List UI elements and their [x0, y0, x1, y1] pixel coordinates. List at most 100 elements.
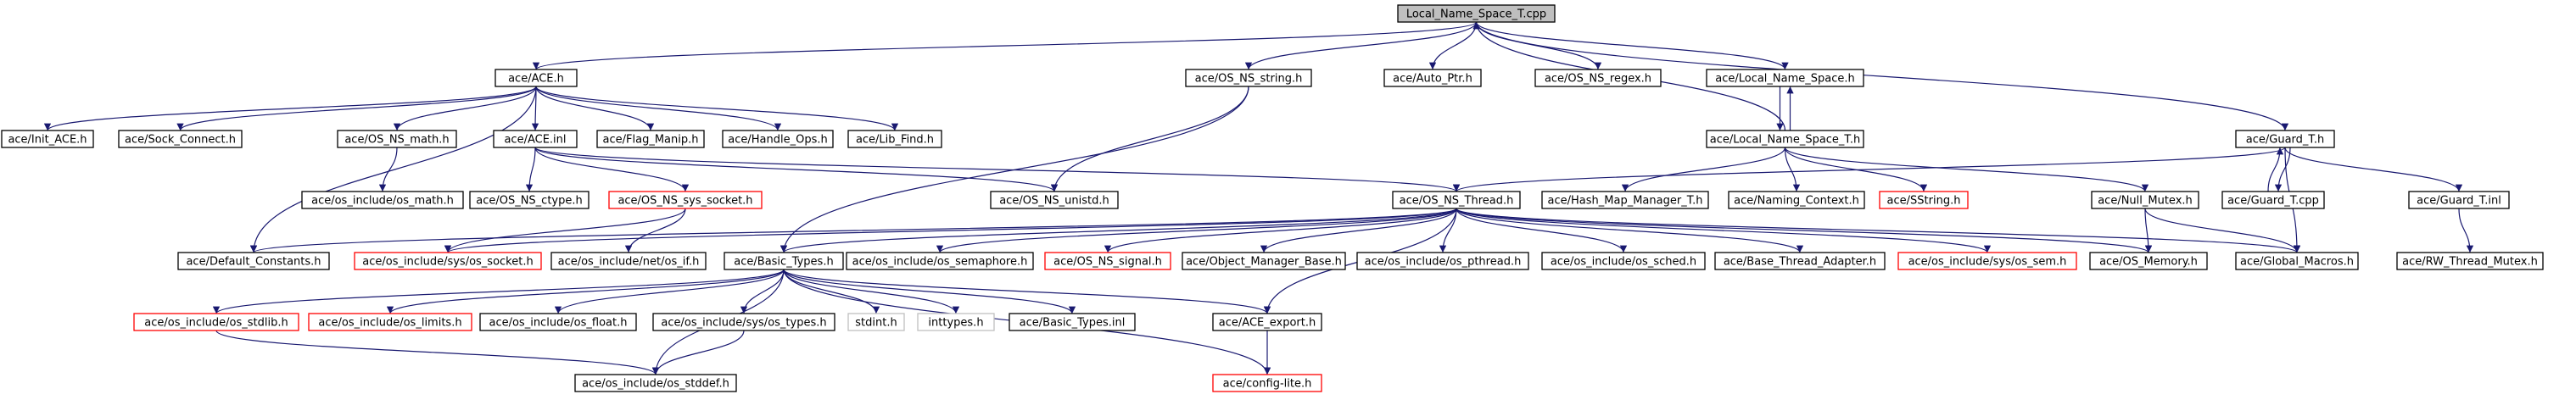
- node-box[interactable]: [1392, 191, 1521, 209]
- graph-node-os-semaphore[interactable]: ace/os_include/os_semaphore.h: [846, 252, 1034, 270]
- graph-node-guard-t-inl[interactable]: ace/Guard_T.inl: [2408, 191, 2510, 209]
- graph-node-config-lite[interactable]: ace/config-lite.h: [1212, 374, 1322, 392]
- node-box[interactable]: [493, 130, 578, 148]
- graph-node-local-ns-h[interactable]: ace/Local_Name_Space.h: [1706, 69, 1864, 87]
- graph-node-os-stddef[interactable]: ace/os_include/os_stddef.h: [574, 374, 737, 392]
- graph-node-hash-map-mgr[interactable]: ace/Hash_Map_Manager_T.h: [1541, 191, 1709, 209]
- graph-node-os-ns-ctype[interactable]: ace/OS_NS_ctype.h: [469, 191, 590, 209]
- graph-node-base-thread-adapter[interactable]: ace/Base_Thread_Adapter.h: [1714, 252, 1886, 270]
- graph-node-stdint[interactable]: stdint.h: [847, 313, 905, 331]
- node-box[interactable]: [2235, 130, 2335, 148]
- graph-node-rw-thread-mutex[interactable]: ace/RW_Thread_Mutex.h: [2396, 252, 2544, 270]
- node-box[interactable]: [495, 69, 578, 87]
- graph-node-sstring[interactable]: ace/SString.h: [1879, 191, 1969, 209]
- node-box[interactable]: [133, 313, 299, 331]
- node-box[interactable]: [1, 130, 94, 148]
- node-box[interactable]: [1897, 252, 2077, 270]
- graph-node-os-float[interactable]: ace/os_include/os_float.h: [479, 313, 637, 331]
- node-box[interactable]: [118, 130, 243, 148]
- node-box[interactable]: [1706, 69, 1864, 87]
- node-box[interactable]: [479, 313, 637, 331]
- graph-node-default-constants[interactable]: ace/Default_Constants.h: [177, 252, 330, 270]
- node-box[interactable]: [1541, 252, 1706, 270]
- graph-node-os-ns-sys-socket[interactable]: ace/OS_NS_sys_socket.h: [608, 191, 763, 209]
- node-box[interactable]: [1541, 191, 1709, 209]
- node-box[interactable]: [1212, 374, 1322, 392]
- node-box[interactable]: [574, 374, 737, 392]
- node-box[interactable]: [2091, 191, 2199, 209]
- node-box[interactable]: [652, 313, 835, 331]
- node-box[interactable]: [1383, 69, 1482, 87]
- node-box[interactable]: [608, 191, 763, 209]
- node-box[interactable]: [550, 252, 707, 270]
- graph-node-os-ns-math[interactable]: ace/OS_NS_math.h: [337, 130, 457, 148]
- graph-node-os-ns-signal[interactable]: ace/OS_NS_signal.h: [1044, 252, 1171, 270]
- graph-node-lib-find[interactable]: ace/Lib_Find.h: [847, 130, 942, 148]
- graph-node-os-if[interactable]: ace/os_include/net/os_if.h: [550, 252, 707, 270]
- node-box[interactable]: [2235, 252, 2359, 270]
- node-box[interactable]: [846, 252, 1034, 270]
- node-box[interactable]: [917, 313, 995, 331]
- graph-node-local-ns-t-h[interactable]: ace/Local_Name_Space_T.h: [1706, 130, 1864, 148]
- graph-node-os-ns-string[interactable]: ace/OS_NS_string.h: [1185, 69, 1312, 87]
- graph-node-os-sem[interactable]: ace/os_include/sys/os_sem.h: [1897, 252, 2077, 270]
- graph-node-null-mutex[interactable]: ace/Null_Mutex.h: [2091, 191, 2199, 209]
- node-box[interactable]: [1706, 130, 1864, 148]
- node-box[interactable]: [724, 252, 844, 270]
- graph-node-os-math[interactable]: ace/os_include/os_math.h: [301, 191, 464, 209]
- graph-node-guard-t-h[interactable]: ace/Guard_T.h: [2235, 130, 2335, 148]
- node-box[interactable]: [1182, 252, 1346, 270]
- node-box[interactable]: [1185, 69, 1312, 87]
- graph-node-global-macros[interactable]: ace/Global_Macros.h: [2235, 252, 2359, 270]
- graph-node-ace-inl[interactable]: ace/ACE.inl: [493, 130, 578, 148]
- graph-node-flag-manip[interactable]: ace/Flag_Manip.h: [596, 130, 705, 148]
- node-box[interactable]: [847, 313, 905, 331]
- graph-node-os-ns-regex[interactable]: ace/OS_NS_regex.h: [1534, 69, 1662, 87]
- node-box[interactable]: [308, 313, 472, 331]
- graph-node-os-memory[interactable]: ace/OS_Memory.h: [2089, 252, 2208, 270]
- graph-node-os-ns-unistd[interactable]: ace/OS_NS_unistd.h: [990, 191, 1119, 209]
- node-box[interactable]: [722, 130, 834, 148]
- node-box[interactable]: [1714, 252, 1886, 270]
- graph-node-object-mgr-base[interactable]: ace/Object_Manager_Base.h: [1182, 252, 1346, 270]
- graph-node-auto-ptr[interactable]: ace/Auto_Ptr.h: [1383, 69, 1482, 87]
- graph-node-os-limits[interactable]: ace/os_include/os_limits.h: [308, 313, 472, 331]
- node-box[interactable]: [2089, 252, 2208, 270]
- node-box[interactable]: [596, 130, 705, 148]
- graph-node-guard-t-cpp[interactable]: ace/Guard_T.cpp: [2221, 191, 2325, 209]
- node-box[interactable]: [990, 191, 1119, 209]
- graph-node-basic-types[interactable]: ace/Basic_Types.h: [724, 252, 844, 270]
- graph-node-root[interactable]: Local_Name_Space_T.cpp: [1397, 4, 1556, 23]
- graph-node-handle-ops[interactable]: ace/Handle_Ops.h: [722, 130, 834, 148]
- node-box[interactable]: [1356, 252, 1529, 270]
- node-box[interactable]: [1397, 4, 1556, 23]
- node-box[interactable]: [337, 130, 457, 148]
- graph-node-ace-export[interactable]: ace/ACE_export.h: [1212, 313, 1322, 331]
- node-box[interactable]: [301, 191, 464, 209]
- graph-node-os-socket[interactable]: ace/os_include/sys/os_socket.h: [354, 252, 542, 270]
- graph-node-init-ace[interactable]: ace/Init_ACE.h: [1, 130, 94, 148]
- node-box[interactable]: [354, 252, 542, 270]
- node-box[interactable]: [847, 130, 942, 148]
- node-box[interactable]: [2396, 252, 2544, 270]
- node-box[interactable]: [177, 252, 330, 270]
- node-box[interactable]: [2408, 191, 2510, 209]
- node-box[interactable]: [1728, 191, 1865, 209]
- graph-node-inttypes[interactable]: inttypes.h: [917, 313, 995, 331]
- graph-node-os-ns-thread[interactable]: ace/OS_NS_Thread.h: [1392, 191, 1521, 209]
- graph-node-basic-types-inl[interactable]: ace/Basic_Types.inl: [1009, 313, 1136, 331]
- node-box[interactable]: [1534, 69, 1662, 87]
- graph-node-os-types[interactable]: ace/os_include/sys/os_types.h: [652, 313, 835, 331]
- node-box[interactable]: [469, 191, 590, 209]
- node-box[interactable]: [1879, 191, 1969, 209]
- graph-node-ace-h[interactable]: ace/ACE.h: [495, 69, 578, 87]
- node-box[interactable]: [1009, 313, 1136, 331]
- node-box[interactable]: [2221, 191, 2325, 209]
- graph-node-os-sched[interactable]: ace/os_include/os_sched.h: [1541, 252, 1706, 270]
- graph-node-os-pthread[interactable]: ace/os_include/os_pthread.h: [1356, 252, 1529, 270]
- graph-node-naming-context[interactable]: ace/Naming_Context.h: [1728, 191, 1865, 209]
- node-box[interactable]: [1044, 252, 1171, 270]
- graph-node-sock-connect[interactable]: ace/Sock_Connect.h: [118, 130, 243, 148]
- graph-node-os-stdlib[interactable]: ace/os_include/os_stdlib.h: [133, 313, 299, 331]
- node-box[interactable]: [1212, 313, 1322, 331]
